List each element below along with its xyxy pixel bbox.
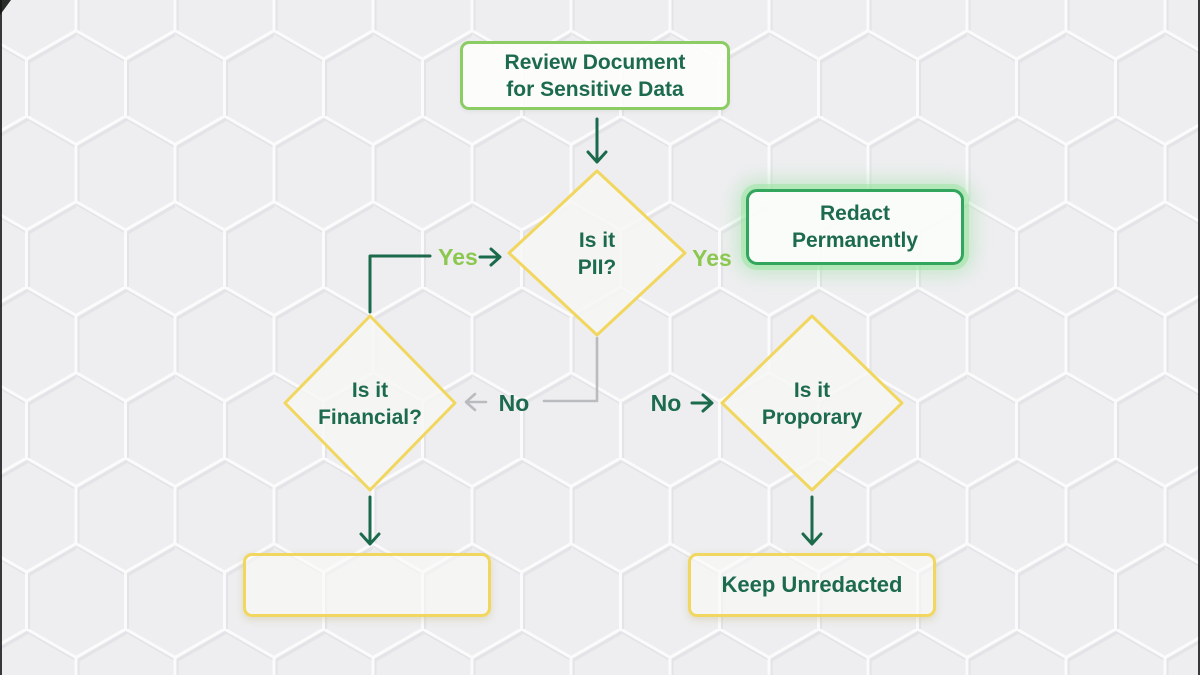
edge-label-no-right: No xyxy=(650,390,682,416)
proprietary-decision-label: Is it Proporary xyxy=(761,379,863,429)
top-left-corner-mark xyxy=(0,0,11,15)
arrow-yes-left-into-pii xyxy=(478,247,502,267)
node-empty-action[interactable] xyxy=(243,553,491,617)
edge-label-yes-left: Yes xyxy=(438,244,478,270)
financial-decision-label: Is it Financial? xyxy=(318,379,422,429)
screen-edge-right xyxy=(1198,0,1200,675)
proprietary-decision-diamond-shape[interactable] xyxy=(720,314,904,492)
edge-pii-no-elbow xyxy=(542,336,599,403)
financial-decision-diamond-shape[interactable] xyxy=(283,314,457,492)
node-keep-unredacted[interactable]: Keep Unredacted xyxy=(688,553,936,617)
edge-label-yes-right: Yes xyxy=(692,245,732,271)
arrow-no-gray-into-financial xyxy=(464,392,488,412)
pii-decision-diamond-shape[interactable] xyxy=(507,169,687,337)
pii-decision-label: Is it PII? xyxy=(577,229,617,279)
node-review-document[interactable]: Review Document for Sensitive Data xyxy=(460,41,730,110)
edge-label-no-center: No xyxy=(498,390,530,416)
edge-financial-to-empty-box xyxy=(359,495,381,546)
edge-proprietary-to-keep-box xyxy=(801,495,823,546)
node-redact-permanently[interactable]: Redact Permanently xyxy=(746,189,964,265)
edge-review-to-pii xyxy=(586,117,608,164)
edge-financial-top-elbow-yes xyxy=(368,254,432,314)
screen-edge-left xyxy=(0,0,2,675)
arrow-no-right-into-proprietary xyxy=(690,393,714,413)
